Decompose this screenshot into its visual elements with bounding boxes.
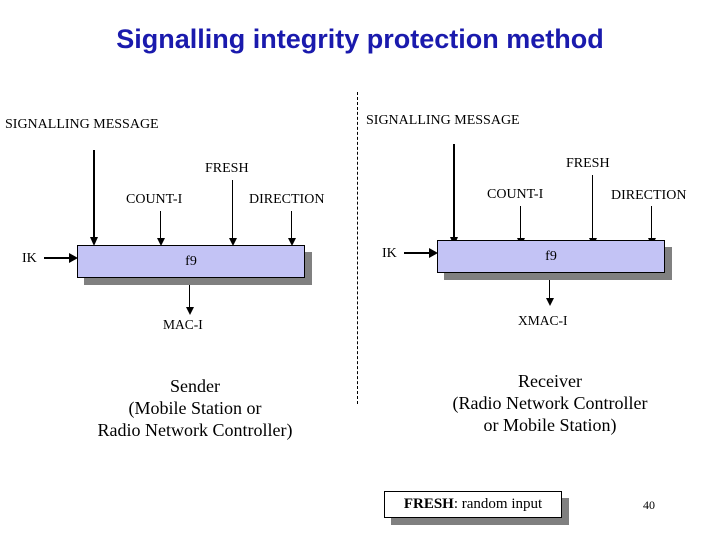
page-title: Signalling integrity protection method bbox=[116, 24, 604, 54]
receiver-fresh-arrow bbox=[588, 175, 597, 246]
receiver-count-arrow bbox=[516, 206, 525, 246]
receiver-fresh-label: FRESH bbox=[566, 156, 610, 171]
receiver-signalling-message-label: SIGNALLING MESSAGE bbox=[366, 113, 520, 128]
receiver-caption: Receiver (Radio Network Controller or Mo… bbox=[390, 370, 710, 436]
receiver-xmac-output-arrow bbox=[545, 280, 554, 306]
legend-box: FRESH: random input bbox=[384, 491, 562, 518]
sender-signalling-message-arrow bbox=[90, 150, 98, 246]
sender-f9-label: f9 bbox=[185, 253, 197, 269]
legend-definition: : random input bbox=[453, 496, 543, 512]
receiver-direction-arrow bbox=[647, 206, 656, 246]
sender-f9-box: f9 bbox=[77, 245, 305, 278]
receiver-signalling-message-arrow bbox=[450, 144, 458, 246]
receiver-ik-label: IK bbox=[382, 246, 397, 261]
sender-caption-line2: (Mobile Station or bbox=[128, 398, 262, 418]
sender-mac-label: MAC-I bbox=[163, 317, 203, 332]
sender-ik-label: IK bbox=[22, 251, 37, 266]
sender-count-arrow bbox=[156, 211, 165, 246]
page-number: 40 bbox=[643, 498, 655, 512]
receiver-xmac-label: XMAC-I bbox=[518, 313, 568, 328]
receiver-caption-line3: or Mobile Station) bbox=[483, 415, 617, 435]
sender-mac-output-arrow bbox=[185, 285, 194, 315]
sender-fresh-arrow bbox=[228, 180, 237, 246]
vertical-dashed-divider bbox=[357, 92, 358, 404]
sender-direction-arrow bbox=[287, 211, 296, 246]
legend-term: FRESH bbox=[403, 496, 454, 512]
receiver-f9-box: f9 bbox=[437, 240, 665, 273]
sender-caption-line1: Sender bbox=[170, 376, 220, 396]
sender-direction-label: DIRECTION bbox=[249, 192, 325, 207]
receiver-count-label: COUNT-I bbox=[487, 187, 544, 202]
sender-caption-line3: Radio Network Controller) bbox=[97, 420, 293, 440]
sender-ik-arrow bbox=[44, 253, 78, 263]
receiver-caption-line1: Receiver bbox=[518, 371, 582, 391]
sender-fresh-label: FRESH bbox=[205, 161, 249, 176]
receiver-f9-label: f9 bbox=[545, 248, 557, 264]
sender-signalling-message-label: SIGNALLING MESSAGE bbox=[5, 117, 159, 132]
receiver-caption-line2: (Radio Network Controller bbox=[452, 393, 648, 413]
receiver-ik-arrow bbox=[404, 248, 438, 258]
sender-count-label: COUNT-I bbox=[126, 192, 183, 207]
receiver-direction-label: DIRECTION bbox=[611, 188, 687, 203]
sender-caption: Sender (Mobile Station or Radio Network … bbox=[30, 375, 360, 441]
